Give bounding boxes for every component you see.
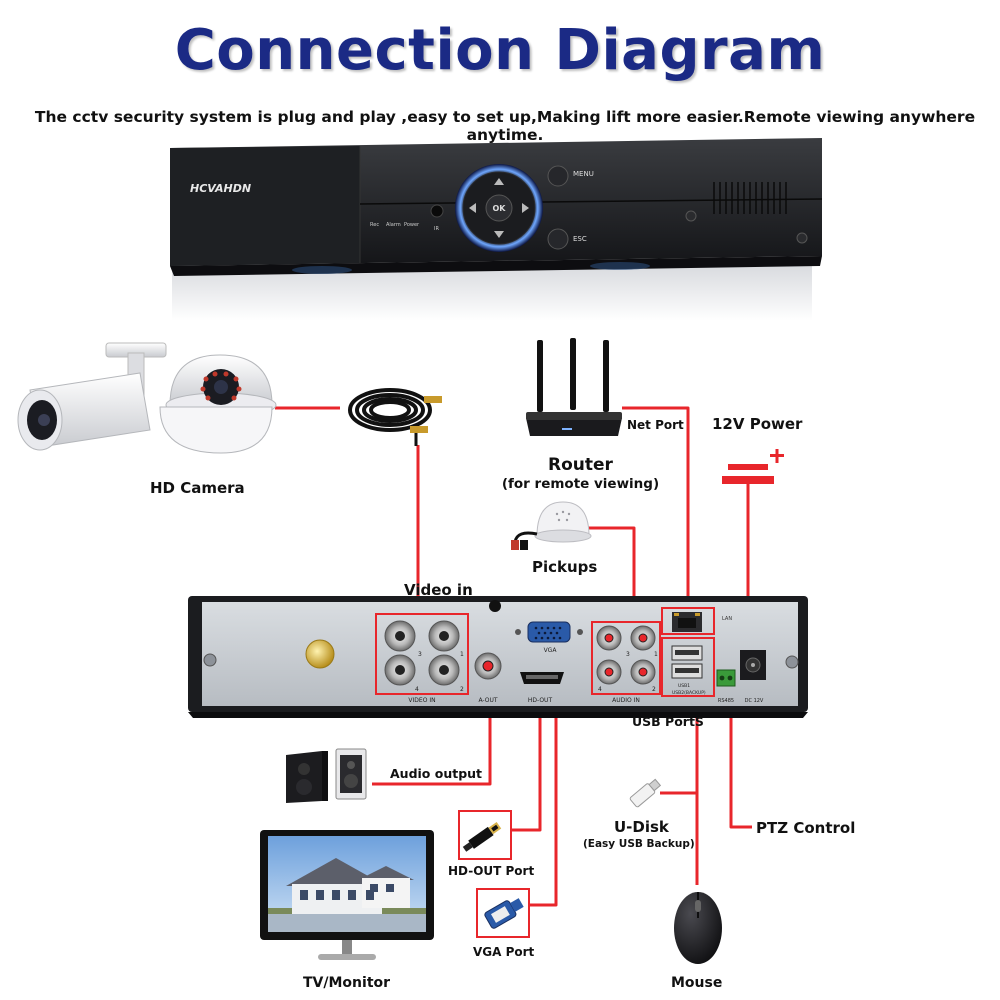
video-in-label: Video in <box>404 581 473 599</box>
usb-stick-icon <box>629 778 662 808</box>
camera-icon <box>17 342 277 454</box>
video-port-num-1: 1 <box>460 651 464 658</box>
hd-out-port-label: HD-OUT <box>528 697 553 704</box>
router-note: (for remote viewing) <box>501 476 660 492</box>
video-port-num-2: 2 <box>460 686 464 693</box>
led-label-rec: Rec <box>370 222 379 228</box>
wire-audio-out <box>372 685 492 786</box>
usb2-port-label: USB2(BACKUP) <box>672 690 706 696</box>
ir-label: IR <box>434 226 439 232</box>
a-out-port-label: A-OUT <box>478 697 497 704</box>
esc-label: ESC <box>573 235 587 243</box>
dvr-front-view: HCVAHDN Rec Alarm Power IR OK MENU ESC <box>170 138 823 321</box>
menu-label: MENU <box>573 170 594 178</box>
led-label-alarm: Alarm <box>386 222 401 228</box>
vga-port-label: VGA <box>544 647 558 654</box>
video-port-num-3: 3 <box>418 651 422 658</box>
page-title: Connection Diagram <box>174 18 826 83</box>
wire-net-port <box>622 406 690 620</box>
vga-port-label: VGA Port <box>473 945 535 959</box>
ptz-control-label: PTZ Control <box>756 819 856 837</box>
rs485-port-label: RS485 <box>718 698 734 704</box>
audio-port-num-4: 4 <box>598 686 602 693</box>
speaker-icon <box>286 748 367 803</box>
dc-port-label: DC 12V <box>745 698 764 704</box>
page-subtitle: The cctv security system is plug and pla… <box>34 108 976 144</box>
ok-label: OK <box>493 204 507 213</box>
usb-ports-label: USB PortS <box>632 714 704 729</box>
udisk-note: (Easy USB Backup) <box>583 838 695 850</box>
hdout-port-label: HD-OUT Port <box>448 864 535 878</box>
audio-port-num-2: 2 <box>652 686 656 693</box>
dvr-brand-text: HCVAHDN <box>190 182 251 195</box>
audio-port-num-1: 1 <box>654 651 658 658</box>
power-symbol-icon <box>722 449 784 516</box>
udisk-label: U-Disk <box>614 818 669 836</box>
router-label: Router <box>548 455 613 475</box>
pickups-label: Pickups <box>532 558 598 576</box>
monitor-icon <box>260 830 434 960</box>
hd-camera-label: HD Camera <box>150 479 245 497</box>
lan-port-label: LAN <box>722 616 732 622</box>
led-label-power: Power <box>404 222 420 228</box>
wire-vga <box>530 650 558 907</box>
mouse-icon <box>674 892 722 964</box>
wire-ptz <box>729 700 752 829</box>
net-port-label: Net Port <box>627 418 684 432</box>
router-icon <box>526 338 622 436</box>
usb1-port-label: USB1 <box>678 683 690 689</box>
menu-button[interactable] <box>547 165 569 187</box>
ok-button[interactable] <box>485 194 513 222</box>
video-in-port-label: VIDEO IN <box>408 697 435 704</box>
mouse-label: Mouse <box>671 975 723 991</box>
audio-port-num-3: 3 <box>626 651 630 658</box>
microphone-icon <box>511 501 592 550</box>
vga-plug-icon <box>476 888 530 938</box>
dvr-rear-panel: 3 1 4 2 VIDEO IN A-OUT VGA HD-OUT 3 1 4 … <box>188 596 808 718</box>
video-port-num-4: 4 <box>415 686 419 693</box>
esc-button[interactable] <box>547 228 569 250</box>
wire-hdout <box>512 697 542 832</box>
audio-in-port-label: AUDIO IN <box>612 697 640 704</box>
hdmi-plug-icon <box>458 810 512 860</box>
cable-coil-icon <box>348 388 442 446</box>
audio-output-label: Audio output <box>390 766 483 781</box>
tv-monitor-label: TV/Monitor <box>303 975 391 991</box>
power-label: 12V Power <box>712 415 803 433</box>
